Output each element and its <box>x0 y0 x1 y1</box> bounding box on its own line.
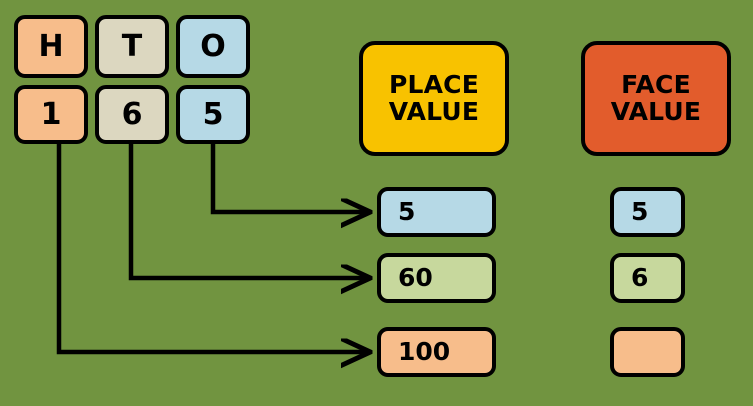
face-value-box-hundreds[interactable] <box>610 327 685 377</box>
header-label-ones: O <box>200 28 226 64</box>
place-value-title-line1: PLACE <box>388 70 480 100</box>
digit-label-hundreds: 1 <box>40 96 62 132</box>
place-value-text-ones: 5 <box>398 196 416 226</box>
place-value-box-hundreds[interactable]: 100 <box>377 327 496 377</box>
face-value-box-tens[interactable]: 6 <box>610 253 685 303</box>
face-value-text-ones: 5 <box>631 196 649 226</box>
connector-ones-to-5 <box>210 143 369 212</box>
place-value-text-hundreds: 100 <box>398 336 451 366</box>
digit-cell-tens[interactable]: 6 <box>95 85 169 144</box>
place-value-text-tens: 60 <box>398 262 433 292</box>
header-label-hundreds: H <box>38 28 64 64</box>
header-cell-ones[interactable]: O <box>176 15 250 78</box>
face-value-title: FACE VALUE <box>581 41 731 156</box>
face-value-text-tens: 6 <box>631 262 649 292</box>
place-value-box-ones[interactable]: 5 <box>377 187 496 237</box>
face-value-title-line1: FACE <box>621 70 691 100</box>
connector-hundreds-to-100 <box>56 143 369 352</box>
connector-tens-to-60 <box>128 143 369 278</box>
digit-cell-hundreds[interactable]: 1 <box>14 85 88 144</box>
face-value-title-line2: VALUE <box>610 96 702 126</box>
place-value-box-tens[interactable]: 60 <box>377 253 496 303</box>
header-cell-tens[interactable]: T <box>95 15 169 78</box>
header-cell-hundreds[interactable]: H <box>14 15 88 78</box>
place-value-title: PLACE VALUE <box>359 41 509 156</box>
place-value-title-line2: VALUE <box>388 96 480 126</box>
digit-label-ones: 5 <box>202 96 224 132</box>
digit-cell-ones[interactable]: 5 <box>176 85 250 144</box>
digit-label-tens: 6 <box>121 96 143 132</box>
header-label-tens: T <box>121 28 143 64</box>
face-value-box-ones[interactable]: 5 <box>610 187 685 237</box>
